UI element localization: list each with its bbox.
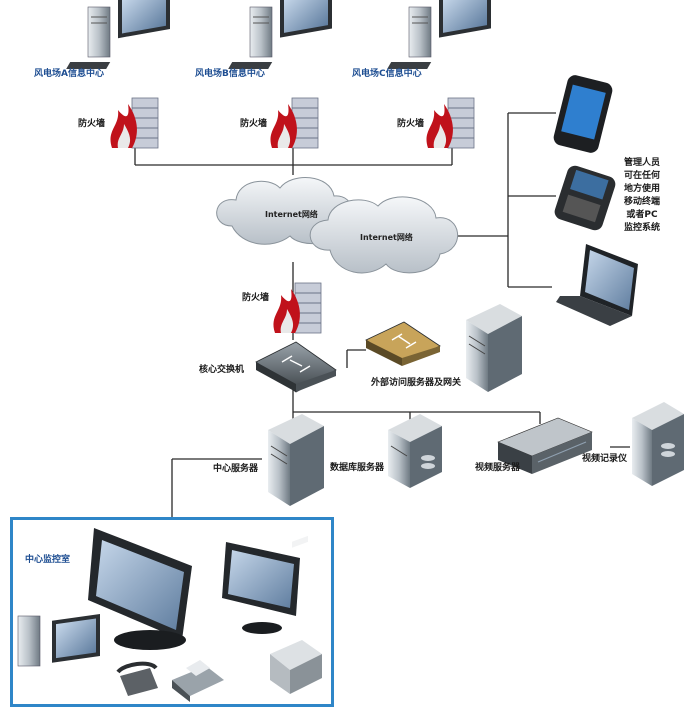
control-room-workstation	[17, 613, 100, 667]
central-server-label: 中心服务器	[213, 464, 259, 474]
mobile-note-line: 监控系统	[624, 223, 661, 233]
site-a-workstation	[66, 0, 170, 69]
core-switch-label: 核心交换机	[199, 365, 245, 375]
large-monitor-icon	[88, 528, 192, 650]
site-b-label: 风电场B信息中心	[195, 69, 265, 79]
mobile-note-line: 或者PC	[626, 210, 658, 220]
firewall-core-label: 防火墙	[242, 293, 270, 303]
internet-cloud-2-label: Internet网络	[360, 233, 413, 242]
telephone-icon	[116, 661, 158, 696]
firewall-icon-b	[270, 97, 319, 149]
control-room-frame	[10, 517, 334, 707]
printer-icon	[270, 535, 322, 694]
external-server-label: 外部访问服务器及网关	[371, 378, 462, 388]
site-c-workstation	[387, 0, 491, 69]
gateway-switch-icon	[365, 321, 441, 366]
control-room-label: 中心监控室	[25, 555, 71, 565]
video-recorder-label: 视频记录仪	[582, 454, 628, 464]
smartphone-icon	[553, 75, 613, 153]
mobile-note-line: 可在任何	[624, 171, 661, 181]
firewall-icon-c	[426, 97, 475, 149]
site-a-label: 风电场A信息中心	[34, 69, 104, 79]
fax-machine-icon	[172, 660, 224, 702]
video-server-label: 视频服务器	[475, 463, 521, 473]
mobile-note-line: 管理人员	[624, 158, 661, 168]
firewall-icon-core	[273, 282, 322, 334]
core-switch-icon	[255, 341, 337, 393]
firewall-icon-a	[110, 97, 159, 149]
video-recorder-icon	[632, 402, 684, 486]
blackberry-phone-icon	[554, 165, 616, 231]
mobile-access-note: 管理人员 可在任何 地方使用 移动终端 或者PC 监控系统	[624, 157, 660, 235]
external-server-icon	[466, 304, 522, 392]
site-b-workstation	[228, 0, 332, 69]
laptop-icon	[556, 244, 638, 326]
firewall-b-label: 防火墙	[240, 119, 268, 129]
internet-cloud-2	[309, 196, 458, 274]
video-server-icon	[497, 417, 593, 474]
database-server-label: 数据库服务器	[330, 463, 385, 473]
firewall-a-label: 防火墙	[78, 119, 106, 129]
central-server-icon	[268, 414, 324, 506]
mobile-note-line: 地方使用	[624, 184, 661, 194]
mobile-note-line: 移动终端	[624, 197, 661, 207]
database-server-icon	[388, 414, 442, 488]
firewall-c-label: 防火墙	[397, 119, 425, 129]
second-monitor-icon	[222, 542, 300, 634]
connection-lines	[134, 112, 630, 520]
site-c-label: 风电场C信息中心	[352, 69, 422, 79]
internet-cloud-1-label: Internet网络	[265, 210, 318, 219]
